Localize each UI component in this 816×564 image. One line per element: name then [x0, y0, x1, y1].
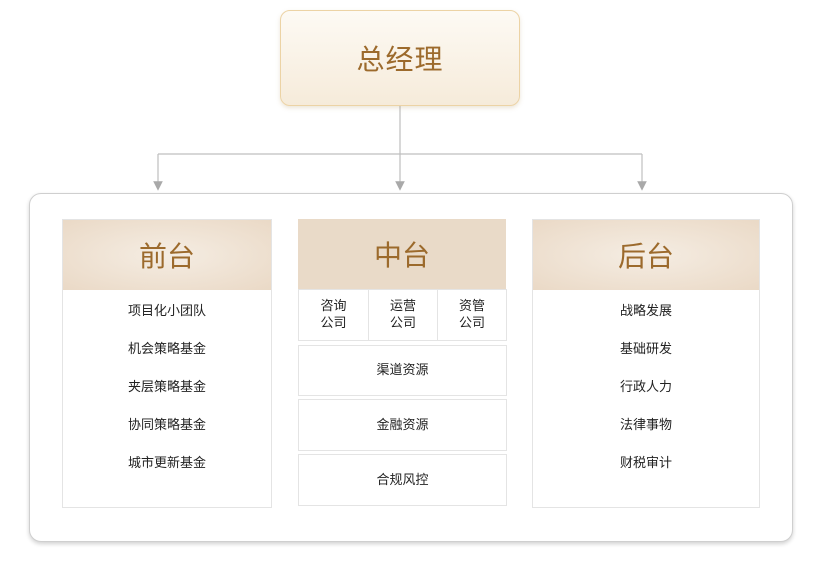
- middle-office-header: 中台: [298, 219, 506, 289]
- back-office-item: 基础研发: [619, 342, 672, 357]
- back-office-item: 战略发展: [619, 304, 672, 319]
- back-office-item: 行政人力: [619, 380, 672, 395]
- front-office-item: 夹层策略基金: [127, 380, 206, 395]
- front-office-column: 前台 项目化小团队 机会策略基金 夹层策略基金 协同策略基金 城市更新基金: [62, 219, 272, 508]
- back-office-item: 财税审计: [619, 456, 672, 471]
- back-office-header: 后台: [533, 220, 759, 290]
- front-office-item: 城市更新基金: [127, 456, 206, 471]
- back-office-title: 后台: [617, 240, 674, 273]
- general-manager-title: 总经理: [356, 43, 444, 76]
- middle-row-channel-resources: 渠道资源: [298, 345, 507, 396]
- back-office-item: 法律事物: [619, 418, 672, 433]
- front-office-title: 前台: [138, 240, 195, 273]
- middle-sub-unit-asset-management: 资管 公司: [437, 289, 507, 341]
- middle-row-financial-resources: 金融资源: [298, 399, 507, 451]
- general-manager-box: 总经理: [280, 10, 520, 106]
- front-office-item: 协同策略基金: [127, 418, 206, 433]
- front-office-item: 项目化小团队: [127, 304, 206, 319]
- back-office-column: 后台 战略发展 基础研发 行政人力 法律事物 财税审计: [532, 219, 760, 508]
- front-office-header: 前台: [63, 220, 271, 290]
- middle-row-compliance-risk: 合规风控: [298, 454, 507, 506]
- middle-sub-unit-operations: 运营 公司: [368, 289, 438, 341]
- middle-office-title: 中台: [373, 239, 430, 272]
- middle-office-column: 中台: [298, 219, 506, 289]
- front-office-item: 机会策略基金: [127, 342, 206, 357]
- middle-sub-unit-consulting: 咨询 公司: [298, 289, 369, 341]
